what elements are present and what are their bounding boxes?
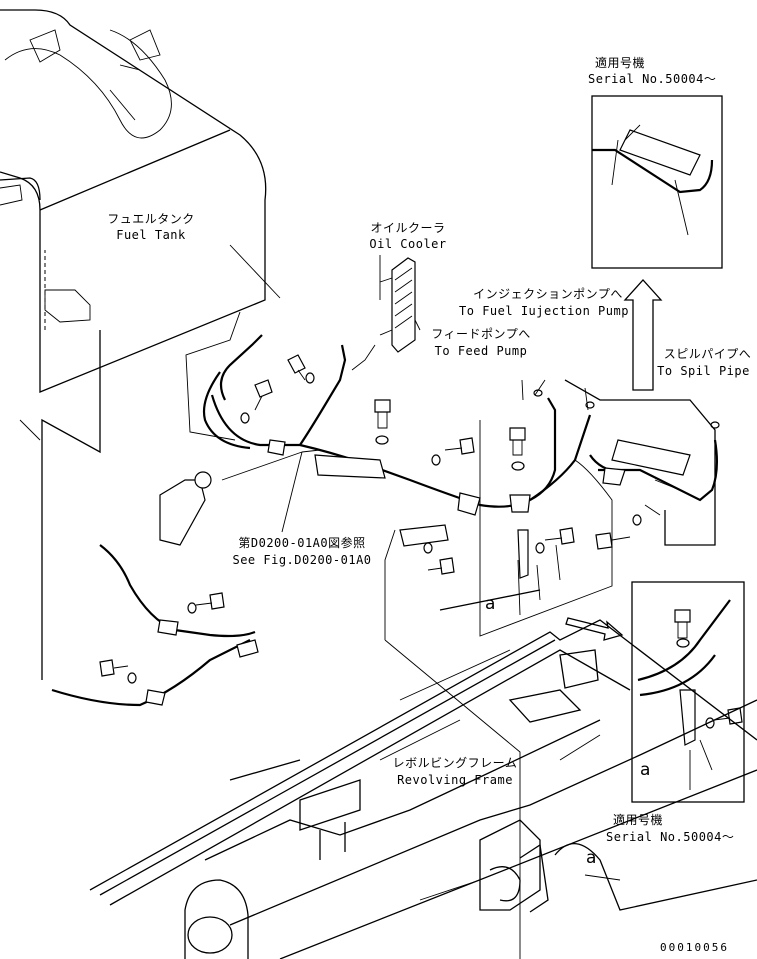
see-fig-label-jp: 第D0200-01A0図参照 [238,536,366,550]
fuel-tank-drawing [0,9,281,393]
drawing-number: 00010056 [660,941,729,954]
up-arrow [623,279,663,391]
hose-clamps [145,439,626,706]
fuel-hoses [51,334,719,707]
see-fig-label-en: See Fig.D0200-01A0 [232,553,372,567]
spill-pipe-label-en: To Spil Pipe [657,364,750,378]
oil-cooler-label-en: Oil Cooler [369,237,447,251]
fuel-tank-label-en: Fuel Tank [116,228,186,242]
feed-pump-label-en: To Feed Pump [434,344,528,358]
oil-cooler-label-jp: オイルクーラ [370,221,446,235]
serial-bottom-label-jp: 適用号機 [612,813,663,827]
serial-top-label-en: Serial No.50004～ [588,72,717,86]
oil-cooler-drawing [351,255,416,371]
spill-pipe-detail [564,379,716,546]
revolving-frame-label-jp: レボルビングフレーム [392,756,518,770]
bolts [99,354,743,725]
serial-bottom-label-en: Serial No.50004～ [606,830,735,844]
inset-top-detail [591,95,723,269]
serial-top-label-jp: 適用号機 [594,56,645,70]
injection-pump-label-jp: インジェクションポンプへ [473,287,623,301]
detail-marker-a-main: a [485,594,496,614]
feed-pump-label-jp: フィードポンプへ [431,327,531,341]
fuel-tank-label-jp: フュエルタンク [107,212,195,226]
detail-marker-a-frame: a [586,848,597,868]
washers [127,372,720,729]
revolving-frame-drawing [19,419,757,959]
leader-lines [221,319,681,616]
brackets [159,471,696,746]
detail-marker-a-inset: a [640,760,651,780]
right-arrow [565,617,624,641]
revolving-frame-label-en: Revolving Frame [397,773,513,787]
spill-pipe-label-jp: スピルパイプへ [663,347,752,361]
injection-pump-label-en: To Fuel Iujection Pump [459,304,629,318]
inset-bottom-detail [631,581,745,803]
